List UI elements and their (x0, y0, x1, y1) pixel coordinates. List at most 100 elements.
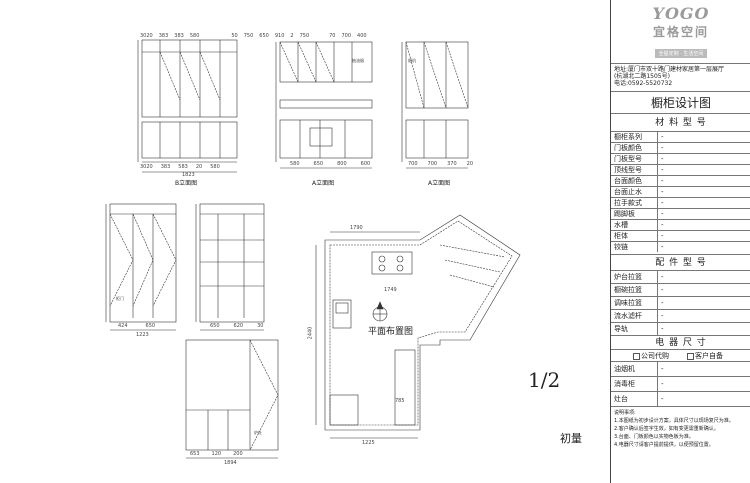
option-company-checkbox[interactable] (633, 353, 640, 360)
material-row: 橱柜系列- (611, 131, 750, 142)
material-label: 门板颜色 (614, 144, 642, 152)
appliance-row: 灶台- (611, 391, 750, 406)
dim: 20 (466, 161, 474, 167)
material-row: 铰链- (611, 241, 750, 252)
accessory-label: 炉台拉篮 (614, 273, 642, 281)
phone-line: 电话:0592-5520732 (614, 80, 673, 87)
dim: 200 (233, 451, 243, 457)
dim: 400 (357, 33, 367, 39)
address-line: 地址:厦门市双十路门建材家居第一层展厅 (614, 66, 725, 73)
dim: 3020 (140, 164, 153, 170)
dims-right: 700 700 370 20 (408, 161, 473, 167)
elevation-a-2 (401, 41, 469, 169)
dims-left-2: 650 620 30 (210, 323, 263, 329)
material-row: 台面止水- (611, 186, 750, 197)
material-value: - (657, 198, 664, 208)
label-hood-2: 烟机 (408, 58, 416, 63)
dim: 120 (211, 451, 222, 457)
accessory-value: - (657, 297, 664, 309)
accessory-row: 导轨- (611, 322, 750, 335)
elevation-d (195, 203, 265, 331)
dim-bottom-total: 1894 (224, 460, 237, 466)
option-customer-checkbox[interactable] (687, 353, 694, 360)
dim: 910 (274, 33, 285, 39)
material-row: 门板颜色- (611, 142, 750, 153)
dim: 700 (341, 33, 352, 39)
dim: 583 (178, 164, 188, 170)
dim: 20 (195, 164, 203, 170)
appliance-label: 灶台 (614, 395, 628, 403)
dim: 700 (408, 161, 418, 167)
logo-cn: 宜格空间 (652, 25, 709, 39)
elevation-b (137, 39, 238, 173)
dims-plan-side: 2440 (307, 326, 314, 340)
appliance-value: - (657, 377, 664, 391)
material-value: - (657, 176, 664, 186)
dim: 600 (360, 161, 371, 167)
dim: 383 (160, 164, 171, 170)
dim: 650 (145, 323, 156, 329)
accessory-label: 橱碗拉篮 (614, 286, 642, 294)
note-line: 1.本图纸为初步设计方案，具体尺寸以现场复尺为准。 (614, 418, 734, 424)
dims-bottom: 653 120 200 (190, 451, 243, 457)
accessory-row: 橱碗拉篮- (611, 283, 750, 296)
north-arrow-icon (372, 301, 388, 322)
material-value: - (657, 242, 664, 252)
appliance-label: 油烟机 (614, 365, 635, 373)
logo: YOGO 宜格空间 全屋定制 · 生活空间 (611, 4, 750, 59)
dims-bottom-left: 3020 383 583 20 580 (140, 164, 220, 170)
scale-label: 1/2 (528, 368, 561, 392)
notes-title: 说明事项: (614, 410, 636, 416)
elevation-a-1 (275, 41, 373, 169)
accessory-row: 炉台拉篮 - (611, 270, 750, 283)
elevation-c (105, 203, 177, 331)
dim: 650 (210, 323, 220, 329)
dim: 383 (158, 33, 169, 39)
dim: 650 (313, 161, 324, 167)
dim: 750 (243, 33, 254, 39)
dim: 653 (190, 451, 200, 457)
dim: 750 (299, 33, 310, 39)
option-customer-label: 客户自备 (695, 352, 723, 360)
dims-plan-inner: 785 (395, 398, 405, 404)
sheet-title: 橱柜设计图 (611, 91, 750, 113)
address-block: 地址:厦门市双十路门建材家居第一层展厅 (杭湖北二路1505号) 电话:0592… (611, 63, 750, 91)
cad-drawing (105, 39, 521, 459)
view-label-a2: A立面图 (428, 180, 451, 187)
material-row: 门板型号- (611, 153, 750, 164)
option-company-label: 公司代购 (641, 352, 669, 360)
dims-top: 3020 383 383 580 50 750 650 910 2 750 70… (140, 33, 480, 39)
accessory-value: - (657, 271, 664, 283)
dim: 800 (337, 161, 347, 167)
dim: 620 (233, 323, 244, 329)
plan-view (315, 214, 521, 439)
material-row: 踢脚板- (611, 208, 750, 219)
material-header: 材 料 型 号 (611, 113, 750, 131)
accessory-label: 调味拉篮 (614, 299, 642, 307)
material-label: 柜体 (614, 232, 628, 240)
accessory-value: - (657, 310, 664, 322)
label-door: 柜门 (116, 296, 124, 301)
material-label: 台面止水 (614, 188, 642, 196)
stage-label: 初量 (560, 432, 582, 445)
dims-left-1: 424 650 (118, 323, 155, 329)
material-row: 顶线型号- (611, 164, 750, 175)
elevation-e (185, 339, 279, 459)
view-label-b: B立面图 (175, 180, 198, 187)
dim: 580 (290, 161, 300, 167)
material-row: 水槽- (611, 219, 750, 230)
accessory-value: - (657, 323, 664, 335)
dim: 2 (290, 33, 294, 39)
material-value: - (657, 132, 664, 142)
material-value: - (657, 231, 664, 241)
material-label: 拉手款式 (614, 199, 642, 207)
logo-tag: 全屋定制 · 生活空间 (654, 49, 708, 58)
dim: 700 (427, 161, 438, 167)
note-line: 2.客户确认后签字生效，如有变更需重新确认。 (614, 426, 719, 432)
note-line: 4.电器尺寸请客户提前提供，以便预留位置。 (614, 442, 714, 448)
material-label: 踢脚板 (614, 210, 635, 218)
accessory-header: 配 件 型 号 (611, 254, 750, 270)
dim: 383 (174, 33, 184, 39)
view-label-plan: 平面布置图 (368, 327, 414, 337)
